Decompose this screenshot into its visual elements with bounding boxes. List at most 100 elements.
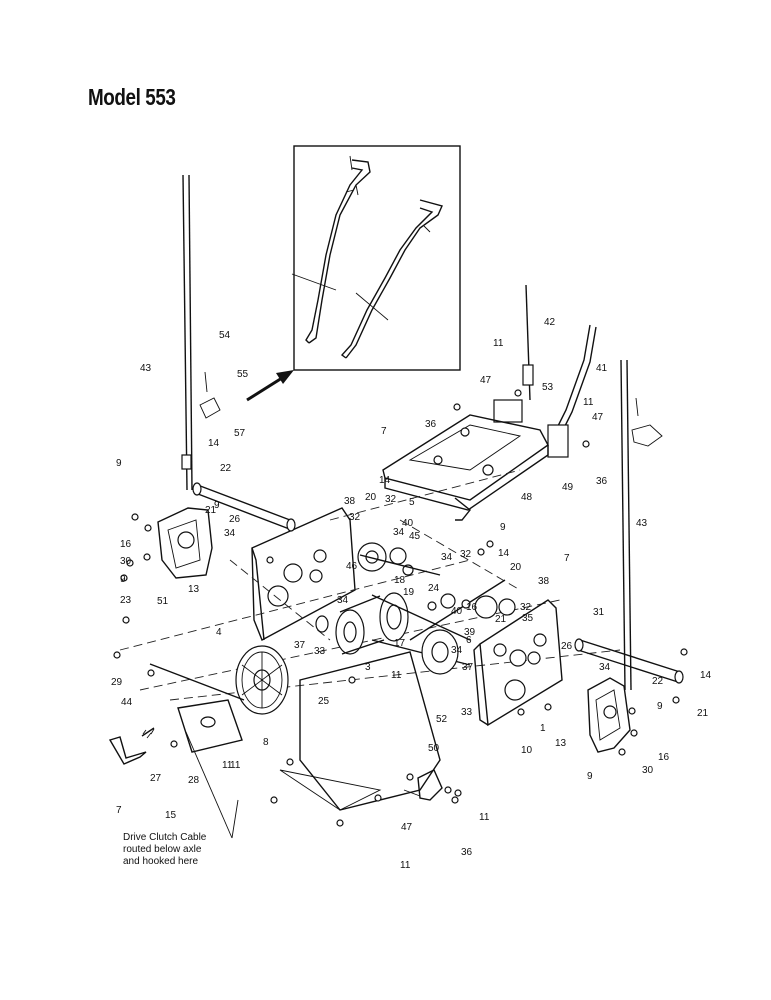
callout-number: 43	[140, 363, 152, 374]
fastener	[680, 648, 688, 656]
fastener	[120, 574, 128, 582]
callout-number: 19	[403, 587, 415, 598]
callout-number: 11	[479, 812, 490, 823]
fastener	[286, 758, 294, 766]
callout-number: 33	[314, 646, 326, 657]
fastener	[514, 389, 522, 397]
callout-number: 30	[120, 556, 132, 567]
sprocket-assembly	[315, 542, 516, 675]
cross-shaft-left	[192, 482, 296, 532]
callout-number: 34	[441, 552, 453, 563]
callout-number: 32	[520, 602, 532, 613]
fastener	[147, 669, 155, 677]
callout-number: 13	[555, 738, 567, 749]
bottom-cover	[279, 651, 441, 811]
callout-number: 28	[188, 775, 200, 786]
callout-number: 13	[188, 584, 200, 595]
note-line: Drive Clutch Cable	[123, 832, 207, 843]
callout-number: 34	[393, 527, 405, 538]
callout-number: 9	[500, 522, 506, 533]
callout-number: 5	[409, 497, 415, 508]
callout-number: 37	[294, 640, 306, 651]
callout-number: 51	[157, 596, 169, 607]
fastener	[143, 553, 151, 561]
callout-number: 9	[116, 458, 122, 469]
fastener	[144, 524, 152, 532]
callout-number: 22	[652, 676, 664, 687]
callout-number: 34	[337, 595, 349, 606]
callout-number: 9	[657, 701, 663, 712]
callout-number: 24	[428, 583, 440, 594]
fastener	[131, 513, 139, 521]
drive-bracket	[149, 663, 245, 753]
callout-number: 11	[400, 860, 411, 871]
callout-number: 14	[700, 670, 712, 681]
fastener	[266, 556, 274, 564]
cross-shaft-right	[574, 638, 684, 684]
callout-number: 16	[658, 752, 670, 763]
fastener	[630, 729, 638, 737]
callout-number: 36	[461, 847, 473, 858]
callout-number: 41	[596, 363, 608, 374]
callout-number: 47	[592, 412, 604, 423]
callout-number: 23	[120, 595, 132, 606]
fastener	[477, 548, 485, 556]
callout-number: 31	[593, 607, 605, 618]
callout-number: 37	[462, 662, 474, 673]
fastener	[170, 740, 178, 748]
callout-number: 16	[120, 539, 132, 550]
callout-number: 18	[394, 575, 406, 586]
fastener	[453, 403, 461, 411]
callout-number: 38	[344, 496, 356, 507]
callout-number: 8	[263, 737, 269, 748]
fastener	[270, 796, 278, 804]
fastener	[544, 703, 552, 711]
callout-number: 11	[583, 397, 594, 408]
callout-number: 49	[562, 482, 574, 493]
callout-number: 34	[224, 528, 236, 539]
callout-number: 34	[599, 662, 611, 673]
right-bearing-plate	[587, 677, 631, 753]
callout-number: 29	[111, 677, 123, 688]
callout-number: 33	[461, 707, 473, 718]
fastener	[486, 540, 494, 548]
callout-number: 42	[544, 317, 556, 328]
callout-number: 40	[451, 606, 463, 617]
fastener	[406, 773, 414, 781]
top-frame-plate	[382, 414, 549, 521]
callout-number: 21	[495, 614, 507, 625]
callout-number: 21	[205, 505, 217, 516]
callout-number: 55	[237, 369, 249, 380]
fastener	[126, 559, 134, 567]
callout-number: 25	[318, 696, 330, 707]
fastener	[618, 748, 626, 756]
callout-number: 20	[510, 562, 522, 573]
fastener	[444, 786, 452, 794]
callout-number: 53	[542, 382, 554, 393]
callout-number: 11	[493, 338, 504, 349]
callout-number: 32	[460, 549, 472, 560]
callout-number: 11	[230, 760, 241, 771]
cable-bracket	[403, 769, 443, 801]
handle-inset	[291, 145, 461, 371]
diagram-title: Model 553	[88, 84, 176, 110]
fastener	[451, 796, 459, 804]
fastener	[672, 696, 680, 704]
callout-number: 36	[596, 476, 608, 487]
callout-number: 44	[121, 697, 133, 708]
callout-number: 52	[436, 714, 448, 725]
callout-number: 4	[216, 627, 222, 638]
fastener	[628, 707, 636, 715]
callout-number: 14	[379, 475, 391, 486]
callout-number: 16	[466, 602, 478, 613]
note-line: routed below axle	[123, 844, 202, 855]
left-side-plate	[251, 507, 356, 641]
fastener	[336, 819, 344, 827]
callout-number: 34	[451, 645, 463, 656]
callout-number: 48	[521, 492, 533, 503]
callout-number: 47	[480, 375, 492, 386]
callout-number: 9	[120, 574, 126, 585]
callout-number: 47	[401, 822, 413, 833]
